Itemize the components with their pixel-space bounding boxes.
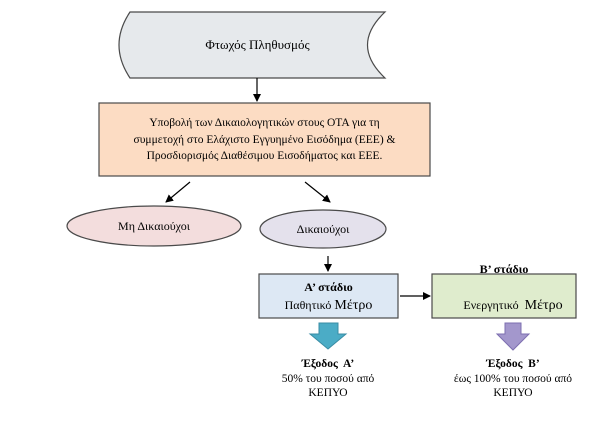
start-node-text: Φτωχός Πληθυσμός — [205, 37, 310, 52]
stage-a-subtitle-prefix: Παθητικό — [284, 297, 335, 312]
arrow-process-to-not-eligible — [165, 181, 191, 203]
exit-b-title: Έξοδος Β’ — [486, 358, 540, 371]
start-node-label: Φτωχός Πληθυσμός — [140, 30, 375, 60]
exit-a-arrow — [308, 322, 348, 350]
stage-b-subtitle: Ενεργητικό Μέτρο — [445, 278, 562, 333]
exit-b-line-1: έως 100% του ποσού από — [453, 372, 573, 385]
exit-a-title: Έξοδος Α’ — [301, 358, 355, 371]
exit-a-label: Έξοδος Α’ 50% του ποσού από ΚΕΠΥΟ — [240, 356, 416, 402]
process-line-3: Προσδιορισμός Διαθέσιμου Εισοδήματος και… — [146, 150, 383, 163]
stage-a-subtitle: Παθητικό Μέτρο — [285, 296, 373, 315]
not-eligible-node-shape — [66, 205, 242, 247]
stage-b-label: Β’ στάδιο Ενεργητικό Μέτρο — [432, 262, 576, 315]
not-eligible-text: Μη Δικαιούχοι — [118, 218, 190, 233]
stage-a-title: Α’ στάδιο — [304, 279, 353, 294]
process-node-shape — [98, 102, 431, 177]
exit-b-label: Έξοδος Β’ έως 100% του ποσού από ΚΕΠΥΟ — [430, 356, 596, 402]
stage-b-shape — [431, 273, 577, 319]
exit-a-line-1: 50% του ποσού από — [281, 372, 375, 385]
stage-b-title: Β’ στάδιο — [479, 261, 529, 276]
stage-b-subtitle-word: Μέτρο — [524, 297, 563, 313]
stage-a-label: Α’ στάδιο Παθητικό Μέτρο — [259, 277, 398, 315]
stage-a-subtitle-word: Μέτρο — [334, 297, 373, 313]
eligible-label: Δικαιούχοι — [260, 219, 386, 239]
process-line-1: Υποβολή των Δικαιολογητικών στους ΟΤΑ γι… — [149, 117, 380, 130]
process-node-label: Υποβολή των Δικαιολογητικών στους ΟΤΑ γι… — [99, 111, 430, 169]
stage-b-subtitle-prefix: Ενεργητικό — [463, 297, 525, 312]
exit-a-line-2: ΚΕΠΥΟ — [308, 387, 348, 400]
arrow-process-to-eligible — [304, 181, 331, 203]
process-line-2: συμμετοχή στο Ελάχιστο Εγγυημένο Εισόδημ… — [133, 133, 396, 146]
exit-b-arrow — [495, 322, 531, 351]
eligible-node-shape — [259, 209, 387, 249]
not-eligible-label: Μη Δικαιούχοι — [67, 216, 241, 236]
exit-b-line-2: ΚΕΠΥΟ — [493, 387, 533, 400]
stage-a-shape — [258, 273, 399, 319]
eligible-text: Δικαιούχοι — [296, 221, 350, 236]
start-node-shape — [118, 11, 387, 79]
